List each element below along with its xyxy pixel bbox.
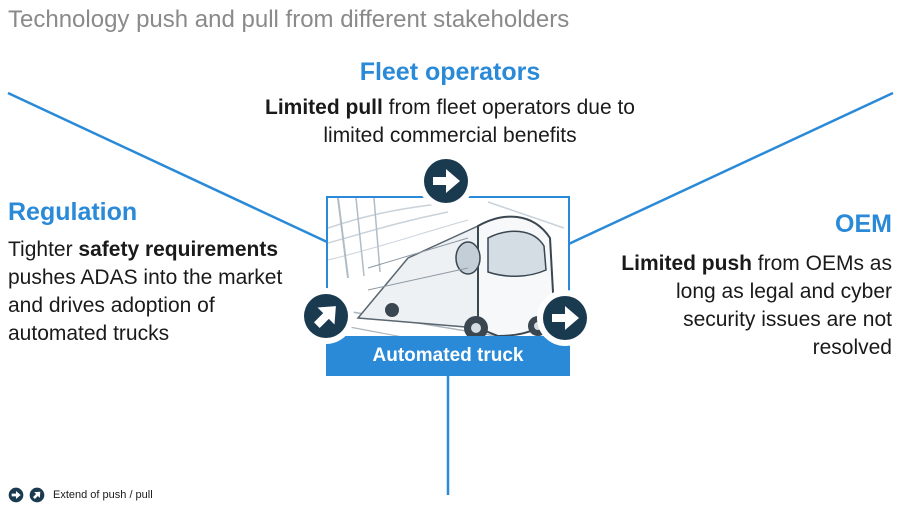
- fleet-operators-text-rest: from fleet operators due to limited comm…: [323, 96, 635, 147]
- regulation-text-bold: safety requirements: [78, 238, 279, 261]
- legend-label: Extend of push / pull: [53, 489, 153, 501]
- arrow-right-circle-icon: [418, 153, 474, 209]
- arrow-up-right-circle-icon: [298, 288, 354, 344]
- fleet-operators-heading: Fleet operators: [359, 58, 541, 86]
- connector-line-regulation: [7, 91, 341, 250]
- regulation-heading: Regulation: [8, 198, 138, 226]
- oem-text: Limited push from OEMs as long as legal …: [612, 250, 892, 362]
- oem-heading: OEM: [835, 210, 892, 238]
- fleet-operators-text-bold: Limited pull: [265, 96, 383, 119]
- legend-arrow-up-right-icon: [29, 487, 45, 503]
- oem-text-rest: from OEMs as long as legal and cyber sec…: [676, 252, 892, 359]
- center-label: Automated truck: [326, 336, 570, 376]
- regulation-text: Tighter safety requirements pushes ADAS …: [8, 236, 308, 348]
- regulation-text-rest: pushes ADAS into the market and drives a…: [8, 266, 283, 345]
- page-title: Technology push and pull from different …: [8, 6, 570, 33]
- arrow-right-circle-icon: [537, 290, 593, 346]
- regulation-text-pre: Tighter: [8, 238, 79, 261]
- fleet-operators-text: Limited pull from fleet operators due to…: [240, 94, 660, 150]
- connector-line-oem: [559, 91, 894, 250]
- legend-arrow-right-icon: [8, 487, 24, 503]
- oem-text-bold: Limited push: [621, 252, 752, 275]
- legend: Extend of push / pull: [8, 487, 153, 503]
